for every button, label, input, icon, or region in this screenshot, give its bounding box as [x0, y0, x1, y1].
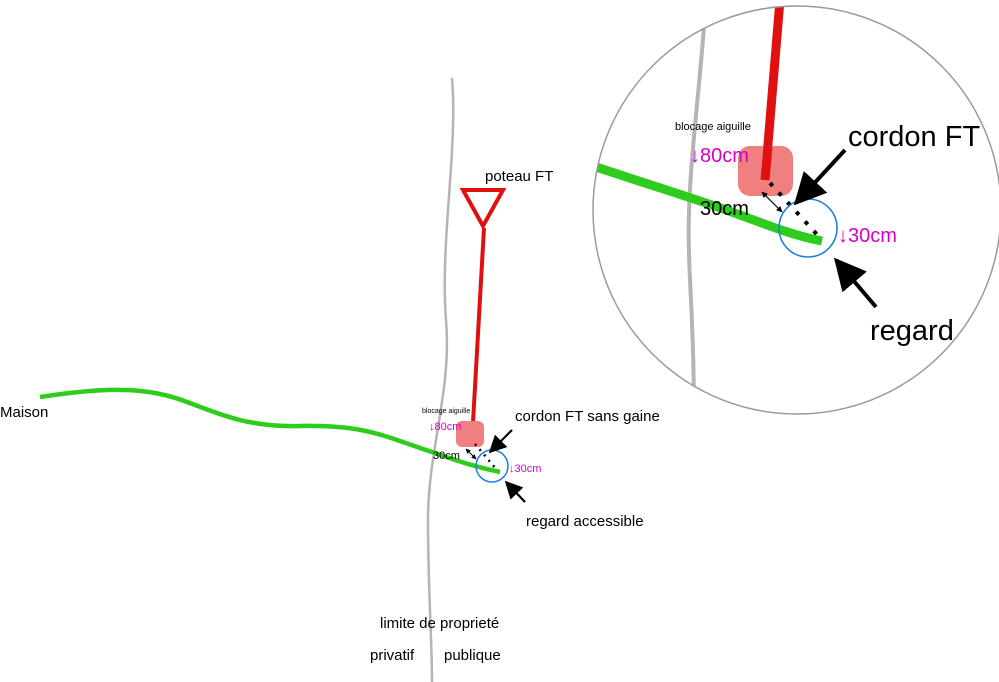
needle-block-label: blocage aiguille	[422, 408, 470, 415]
house-label: Maison	[0, 404, 48, 421]
property-boundary-line	[426, 77, 455, 682]
needle-block	[456, 421, 484, 447]
green-cable	[39, 387, 501, 475]
pole-symbol	[459, 188, 507, 231]
property-limit-label: limite de proprieté	[380, 615, 499, 632]
distance-label: 30cm	[433, 450, 460, 462]
cord-label: cordon FT sans gaine	[515, 408, 660, 425]
cord-callout-arrow	[488, 429, 513, 454]
manhole-label: regard accessible	[526, 513, 644, 530]
zoom-manhole-callout-arrow	[833, 257, 878, 309]
private-label: privatif	[370, 647, 415, 664]
zoom-block-depth-label: ↓80cm	[690, 145, 749, 167]
public-label: publique	[444, 647, 501, 664]
zoom-distance-arrow	[761, 191, 783, 213]
zoom-needle-block-label: blocage aiguille	[675, 121, 751, 133]
manhole-depth-label: ↓30cm	[509, 463, 541, 475]
pole-label: poteau FT	[485, 168, 553, 185]
manhole-callout-arrow	[504, 480, 526, 503]
zoom-frame	[592, 5, 999, 415]
zoom-manhole-label: regard	[870, 315, 954, 347]
zoom-cord-callout-arrow	[793, 148, 847, 206]
block-depth-label: ↓80cm	[429, 421, 461, 433]
zoom-boundary-line	[686, 6, 708, 414]
zoom-inset: blocage aiguille ↓80cm cordon FT 30cm ↓3…	[592, 5, 999, 415]
zoom-manhole-depth-label: ↓30cm	[838, 225, 897, 247]
red-cable	[470, 227, 486, 441]
zoom-cord-label: cordon FT	[848, 121, 980, 153]
cord-dotted-link	[474, 443, 498, 471]
distance-arrow	[465, 448, 477, 460]
zoom-distance-label: 30cm	[700, 198, 749, 220]
zoom-green-cable	[593, 160, 823, 246]
